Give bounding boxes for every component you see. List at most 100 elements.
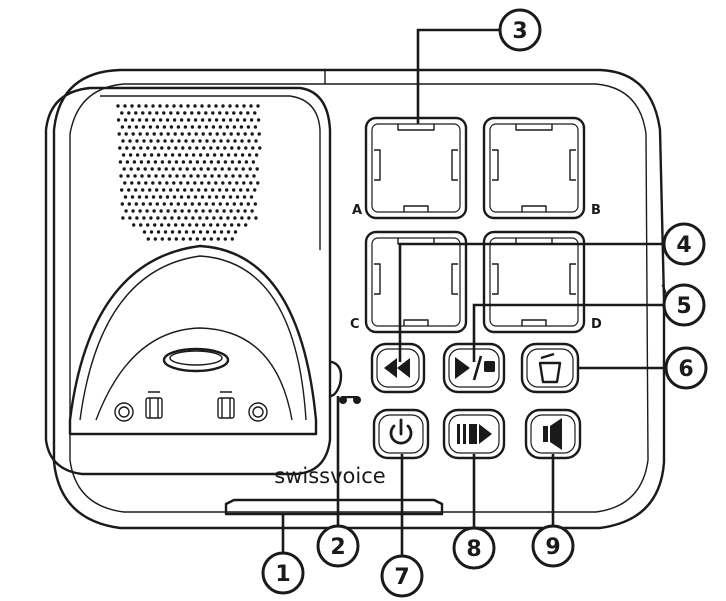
skip-forward-button[interactable] <box>442 408 506 460</box>
speaker-hole <box>126 174 130 178</box>
speaker-hole <box>200 181 204 185</box>
speaker-hole <box>230 237 234 241</box>
speaker-hole <box>242 181 246 185</box>
speaker-hole <box>247 153 252 157</box>
power-button[interactable] <box>372 408 430 460</box>
speaker-hole <box>221 181 225 185</box>
speaker-hole <box>158 118 163 122</box>
speaker-hole <box>211 125 216 129</box>
speaker-hole <box>223 237 227 241</box>
speaker-hole <box>233 216 237 220</box>
speaker-hole <box>221 118 226 122</box>
speaker-hole <box>134 202 138 206</box>
speaker-hole <box>228 118 233 122</box>
speaker-hole <box>209 237 213 241</box>
speaker-hole <box>194 209 198 213</box>
memory-key-d[interactable]: D <box>482 230 602 334</box>
speaker-hole <box>204 188 208 192</box>
speaker-hole <box>195 160 200 164</box>
speaker-hole <box>228 104 232 108</box>
speaker-hole <box>162 125 167 129</box>
speaker-hole <box>244 146 248 150</box>
speaker-hole <box>148 202 152 206</box>
speaker-hole <box>254 153 259 157</box>
speaker-hole <box>225 188 229 192</box>
memory-key-c[interactable]: C <box>350 230 468 334</box>
speaker-hole <box>142 216 146 220</box>
speaker-hole <box>204 111 208 115</box>
speaker-hole <box>160 160 165 164</box>
skip-forward-icon <box>457 424 492 444</box>
speaker-hole <box>251 160 256 164</box>
speaker-hole <box>205 153 210 157</box>
speaker-hole <box>224 174 228 178</box>
speaker-hole <box>155 111 159 115</box>
speaker-hole <box>199 167 203 171</box>
speaker-hole <box>134 188 138 192</box>
speaker-hole <box>163 216 167 220</box>
speaker-hole <box>198 230 203 234</box>
speaker-hole <box>120 125 125 129</box>
speaker-hole <box>151 181 155 185</box>
speaker-hole <box>148 125 153 129</box>
delete-button[interactable] <box>520 342 580 394</box>
speaker-hole <box>172 181 176 185</box>
speaker-hole <box>218 125 223 129</box>
speaker-hole <box>151 195 156 199</box>
speaker-hole <box>247 139 251 143</box>
speaker-hole <box>190 125 195 129</box>
speaker-hole <box>207 104 211 108</box>
speaker-hole <box>250 209 254 213</box>
speaker-hole <box>209 223 213 227</box>
rewind-button[interactable] <box>370 342 426 394</box>
speaker-hole <box>162 188 166 192</box>
speaker-hole <box>256 104 260 108</box>
speaker-hole <box>137 195 142 199</box>
speaker-hole <box>198 139 202 143</box>
speaker-hole <box>130 195 135 199</box>
speaker-hole <box>188 160 193 164</box>
speaker-hole <box>236 132 240 136</box>
speaker-hole <box>232 111 236 115</box>
memory-key-a[interactable]: A <box>352 116 468 220</box>
speaker-hole <box>165 181 169 185</box>
volume-button[interactable] <box>524 408 582 460</box>
memory-key-b[interactable]: B <box>482 116 601 220</box>
speaker-hole <box>180 132 184 136</box>
speaker-hole <box>232 125 237 129</box>
speaker-hole <box>186 195 191 199</box>
speaker-hole <box>173 209 177 213</box>
speaker-hole <box>186 118 191 122</box>
speaker-hole <box>189 174 193 178</box>
speaker-hole <box>131 132 135 136</box>
speaker-hole <box>226 230 231 234</box>
speaker-hole <box>254 216 258 220</box>
speaker-hole <box>150 167 154 171</box>
speaker-hole <box>164 167 168 171</box>
callout-3: 3 <box>498 8 542 52</box>
speaker-hole <box>176 202 180 206</box>
speaker-hole <box>125 146 129 150</box>
speaker-hole <box>229 132 233 136</box>
speaker-hole <box>239 202 243 206</box>
speaker-hole <box>248 167 252 171</box>
speaker-hole <box>240 139 244 143</box>
base-station-body <box>52 68 668 530</box>
speaker-hole <box>207 195 212 199</box>
speaker-hole <box>211 202 215 206</box>
speaker-hole <box>209 146 213 150</box>
speaker-hole <box>246 125 251 129</box>
speaker-hole <box>128 216 132 220</box>
speaker-hole <box>234 167 238 171</box>
speaker-hole <box>198 153 203 157</box>
speaker-hole <box>153 237 157 241</box>
speaker-hole <box>191 153 196 157</box>
speaker-hole <box>158 195 163 199</box>
speaker-hole <box>184 153 189 157</box>
speaker-hole <box>176 111 180 115</box>
speaker-grille <box>116 104 262 241</box>
speaker-hole <box>243 209 247 213</box>
speaker-hole <box>202 160 207 164</box>
play-stop-button[interactable] <box>442 342 506 394</box>
